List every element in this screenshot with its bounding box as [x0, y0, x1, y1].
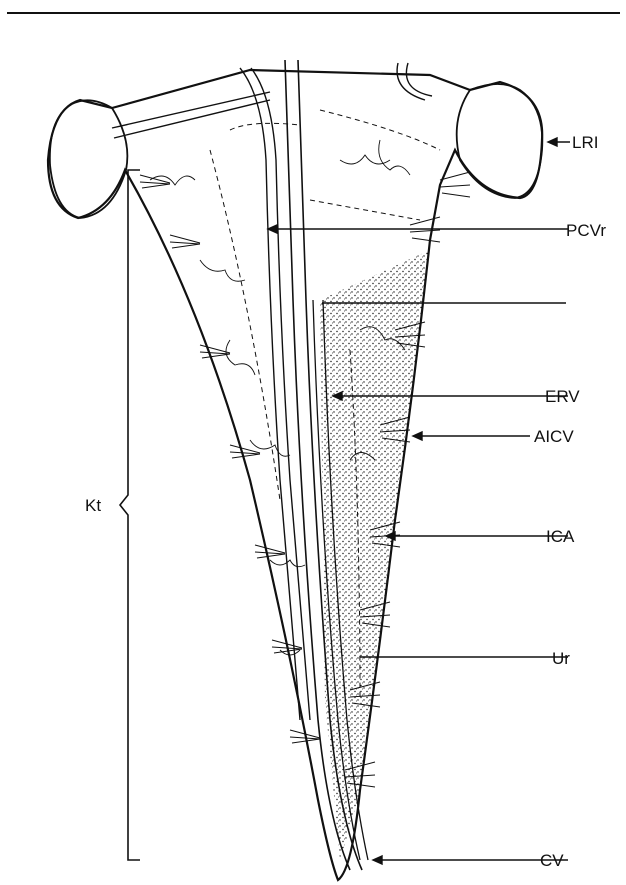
label-cv: CV — [540, 851, 564, 870]
right-renal-lobe — [457, 84, 543, 198]
left-vessel — [240, 68, 310, 720]
renal-vein-left — [112, 92, 270, 138]
leader-lines — [268, 138, 570, 864]
label-ur: Ur — [552, 649, 570, 668]
label-pcvr: PCVr — [566, 221, 606, 240]
label-aicv: AICV — [534, 427, 574, 446]
label-lri: LRI — [572, 133, 598, 152]
lri-arrowhead — [548, 138, 557, 146]
top-right-vessel — [397, 63, 432, 100]
label-ica: ICA — [546, 527, 575, 546]
kidney-outline — [48, 70, 542, 880]
left-renal-lobe — [50, 100, 128, 218]
cv-arrowhead — [373, 856, 382, 864]
aicv-arrowhead — [413, 432, 422, 440]
label-erv: ERV — [545, 387, 580, 406]
label-kt: Kt — [85, 496, 101, 515]
kt-bracket — [120, 170, 140, 860]
pcvr-arrowhead — [268, 225, 277, 233]
